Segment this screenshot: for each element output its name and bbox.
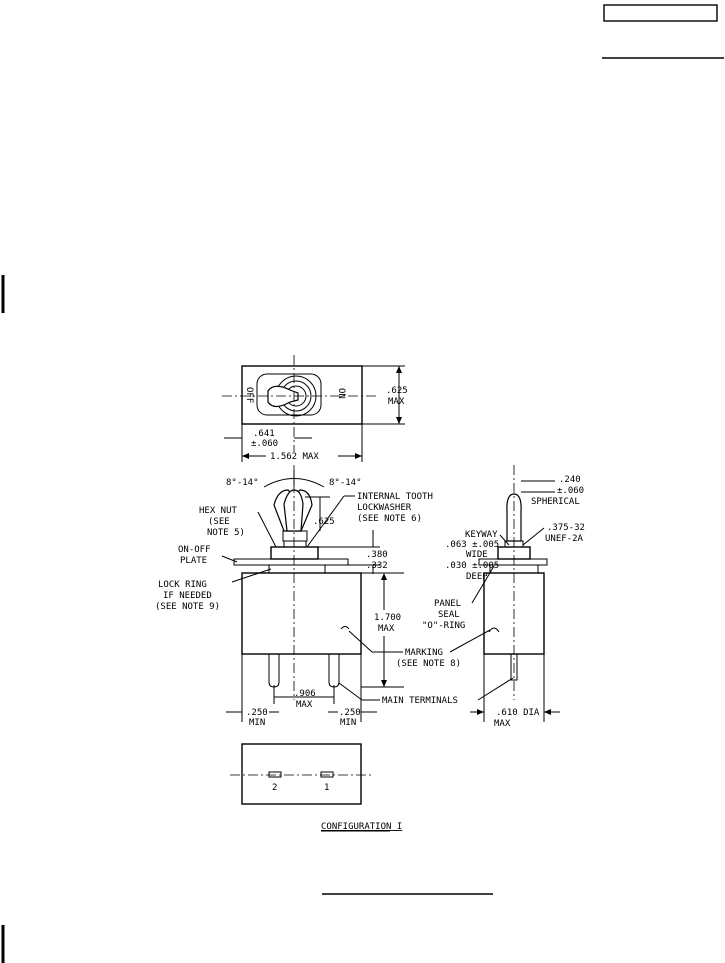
keyway-1: KEYWAY [465,530,498,540]
spherical-3: SPHERICAL [531,497,580,507]
side-view: 8°-14° 8°-14° .625 INTERNAL TOOTH LOCKWA… [155,465,461,728]
thread-1: .375-32 [547,523,585,533]
hexnut-label-1: HEX NUT [199,506,238,516]
plate-label-2: PLATE [180,556,207,566]
caption: CONFIGURATION I [321,822,402,832]
seal-2: SEAL [438,610,460,620]
ring-label-1: LOCK RING [158,580,207,590]
offset-tol: ±.060 [251,439,278,449]
thread-2: UNEF-2A [545,534,584,544]
keyway-5: DEEP [466,572,488,582]
on-label: ON [336,388,346,399]
min-left-dim: .250 [246,708,268,718]
width-dim: 1.562 MAX [270,452,319,462]
marking-label-1: MARKING [405,648,443,658]
bushing-a: .380 [366,550,388,560]
lockwasher-label-1: INTERNAL TOOTH [357,492,433,502]
seal-1: PANEL [434,599,461,609]
ring-label-3: (SEE NOTE 9) [155,602,220,612]
min-right-label: MIN [340,718,356,728]
hexnut-label-3: NOTE 5) [207,528,245,538]
bushing-b: .332 [366,561,388,571]
keyway-2: .063 ±.005 [445,540,499,550]
body-height: 1.700 [374,613,401,623]
angle-left: 8°-14° [226,478,259,488]
offset-dim: .641 [253,429,275,439]
plate-label-1: ON-OFF [178,545,211,555]
angle-right: 8°-14° [329,478,362,488]
handle-height: .625 [313,517,335,527]
top-view: OFF ON .625 MAX .641 ±.060 1.562 MAX [222,355,408,462]
spacing-max: MAX [296,700,313,710]
bottom-view: 2 1 [230,743,372,805]
terminal-2-label: 2 [272,783,277,793]
header-box [603,4,718,22]
min-left-label: MIN [249,718,265,728]
dia-dim: .610 DIA [496,708,540,718]
body-height-max: MAX [378,624,395,634]
keyway-4: .030 ±.005 [445,561,499,571]
dia-max: MAX [494,719,511,729]
keyway-3: WIDE [466,550,488,560]
spherical-2: ±.060 [557,486,584,496]
min-right-dim: .250 [339,708,361,718]
terminals-label: MAIN TERMINALS [382,696,458,706]
terminal-1-label: 1 [324,783,329,793]
lockwasher-label-2: LOCKWASHER [357,503,412,513]
spacing-dim: .906 [294,689,316,699]
spherical-1: .240 [559,475,581,485]
ring-label-2: IF NEEDED [163,591,212,601]
hexnut-label-2: (SEE [208,517,230,527]
marking-label-2: (SEE NOTE 8) [396,659,461,669]
lockwasher-label-3: (SEE NOTE 6) [357,514,422,524]
seal-3: "O"-RING [422,621,465,631]
off-label: OFF [244,387,254,403]
height-max: MAX [388,397,405,407]
height-dim: .625 [386,386,408,396]
end-view: .240 ±.060 SPHERICAL KEYWAY .063 ±.005 W… [422,465,585,729]
